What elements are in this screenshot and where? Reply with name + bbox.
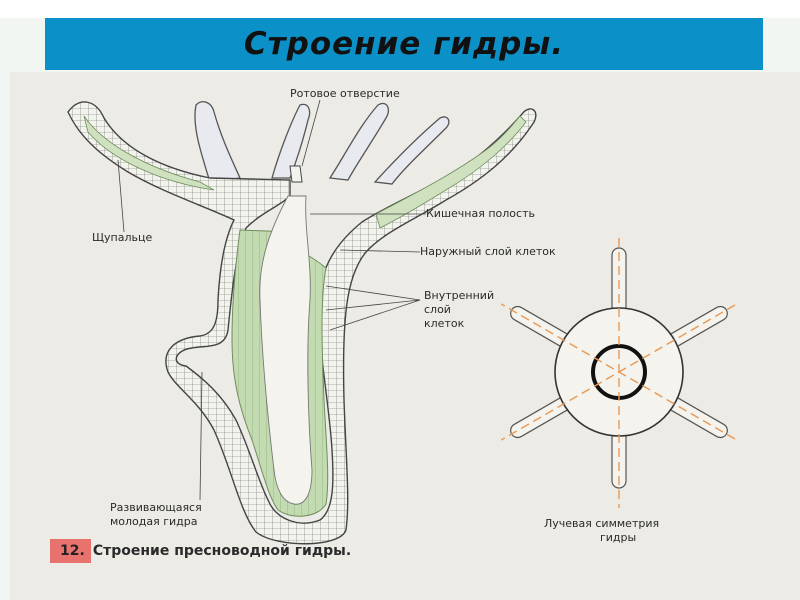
label-tentacle: Щупальце [92, 231, 153, 244]
inner-tentacles [194, 101, 450, 185]
caption-number: 12. [50, 539, 91, 563]
label-gut-cavity: Кишечная полость [426, 207, 535, 220]
label-symmetry-line-2: гидры [600, 531, 637, 544]
gut-cavity [259, 195, 313, 505]
label-bud-line-2: молодая гидра [110, 515, 198, 528]
title-bar: Строение гидры. [45, 18, 763, 70]
label-mouth: Ротовое отверстие [290, 87, 400, 100]
label-inner-layer-line-3: клеток [424, 317, 465, 330]
label-inner-layer-line-1: Внутренний [424, 289, 495, 302]
label-outer-layer: Наружный слой клеток [420, 245, 556, 258]
leader-lines [117, 99, 426, 501]
symmetry-axes [500, 238, 736, 508]
label-symmetry-line-1: Лучевая симметрия [544, 517, 660, 530]
figure-caption: 12. Строение пресноводной гидры. [50, 538, 351, 564]
mouth-opening [289, 165, 303, 183]
outer-cell-layer [67, 101, 537, 545]
label-inner-layer-line-2: слой [424, 303, 451, 316]
top-strip [0, 0, 800, 18]
label-bud-line-1: Развивающаяся [110, 501, 202, 514]
hydra-body [67, 101, 537, 545]
slide-title: Строение гидры. [243, 26, 565, 62]
caption-text: Строение пресноводной гидры. [92, 543, 352, 559]
radial-symmetry-diagram [500, 238, 736, 508]
